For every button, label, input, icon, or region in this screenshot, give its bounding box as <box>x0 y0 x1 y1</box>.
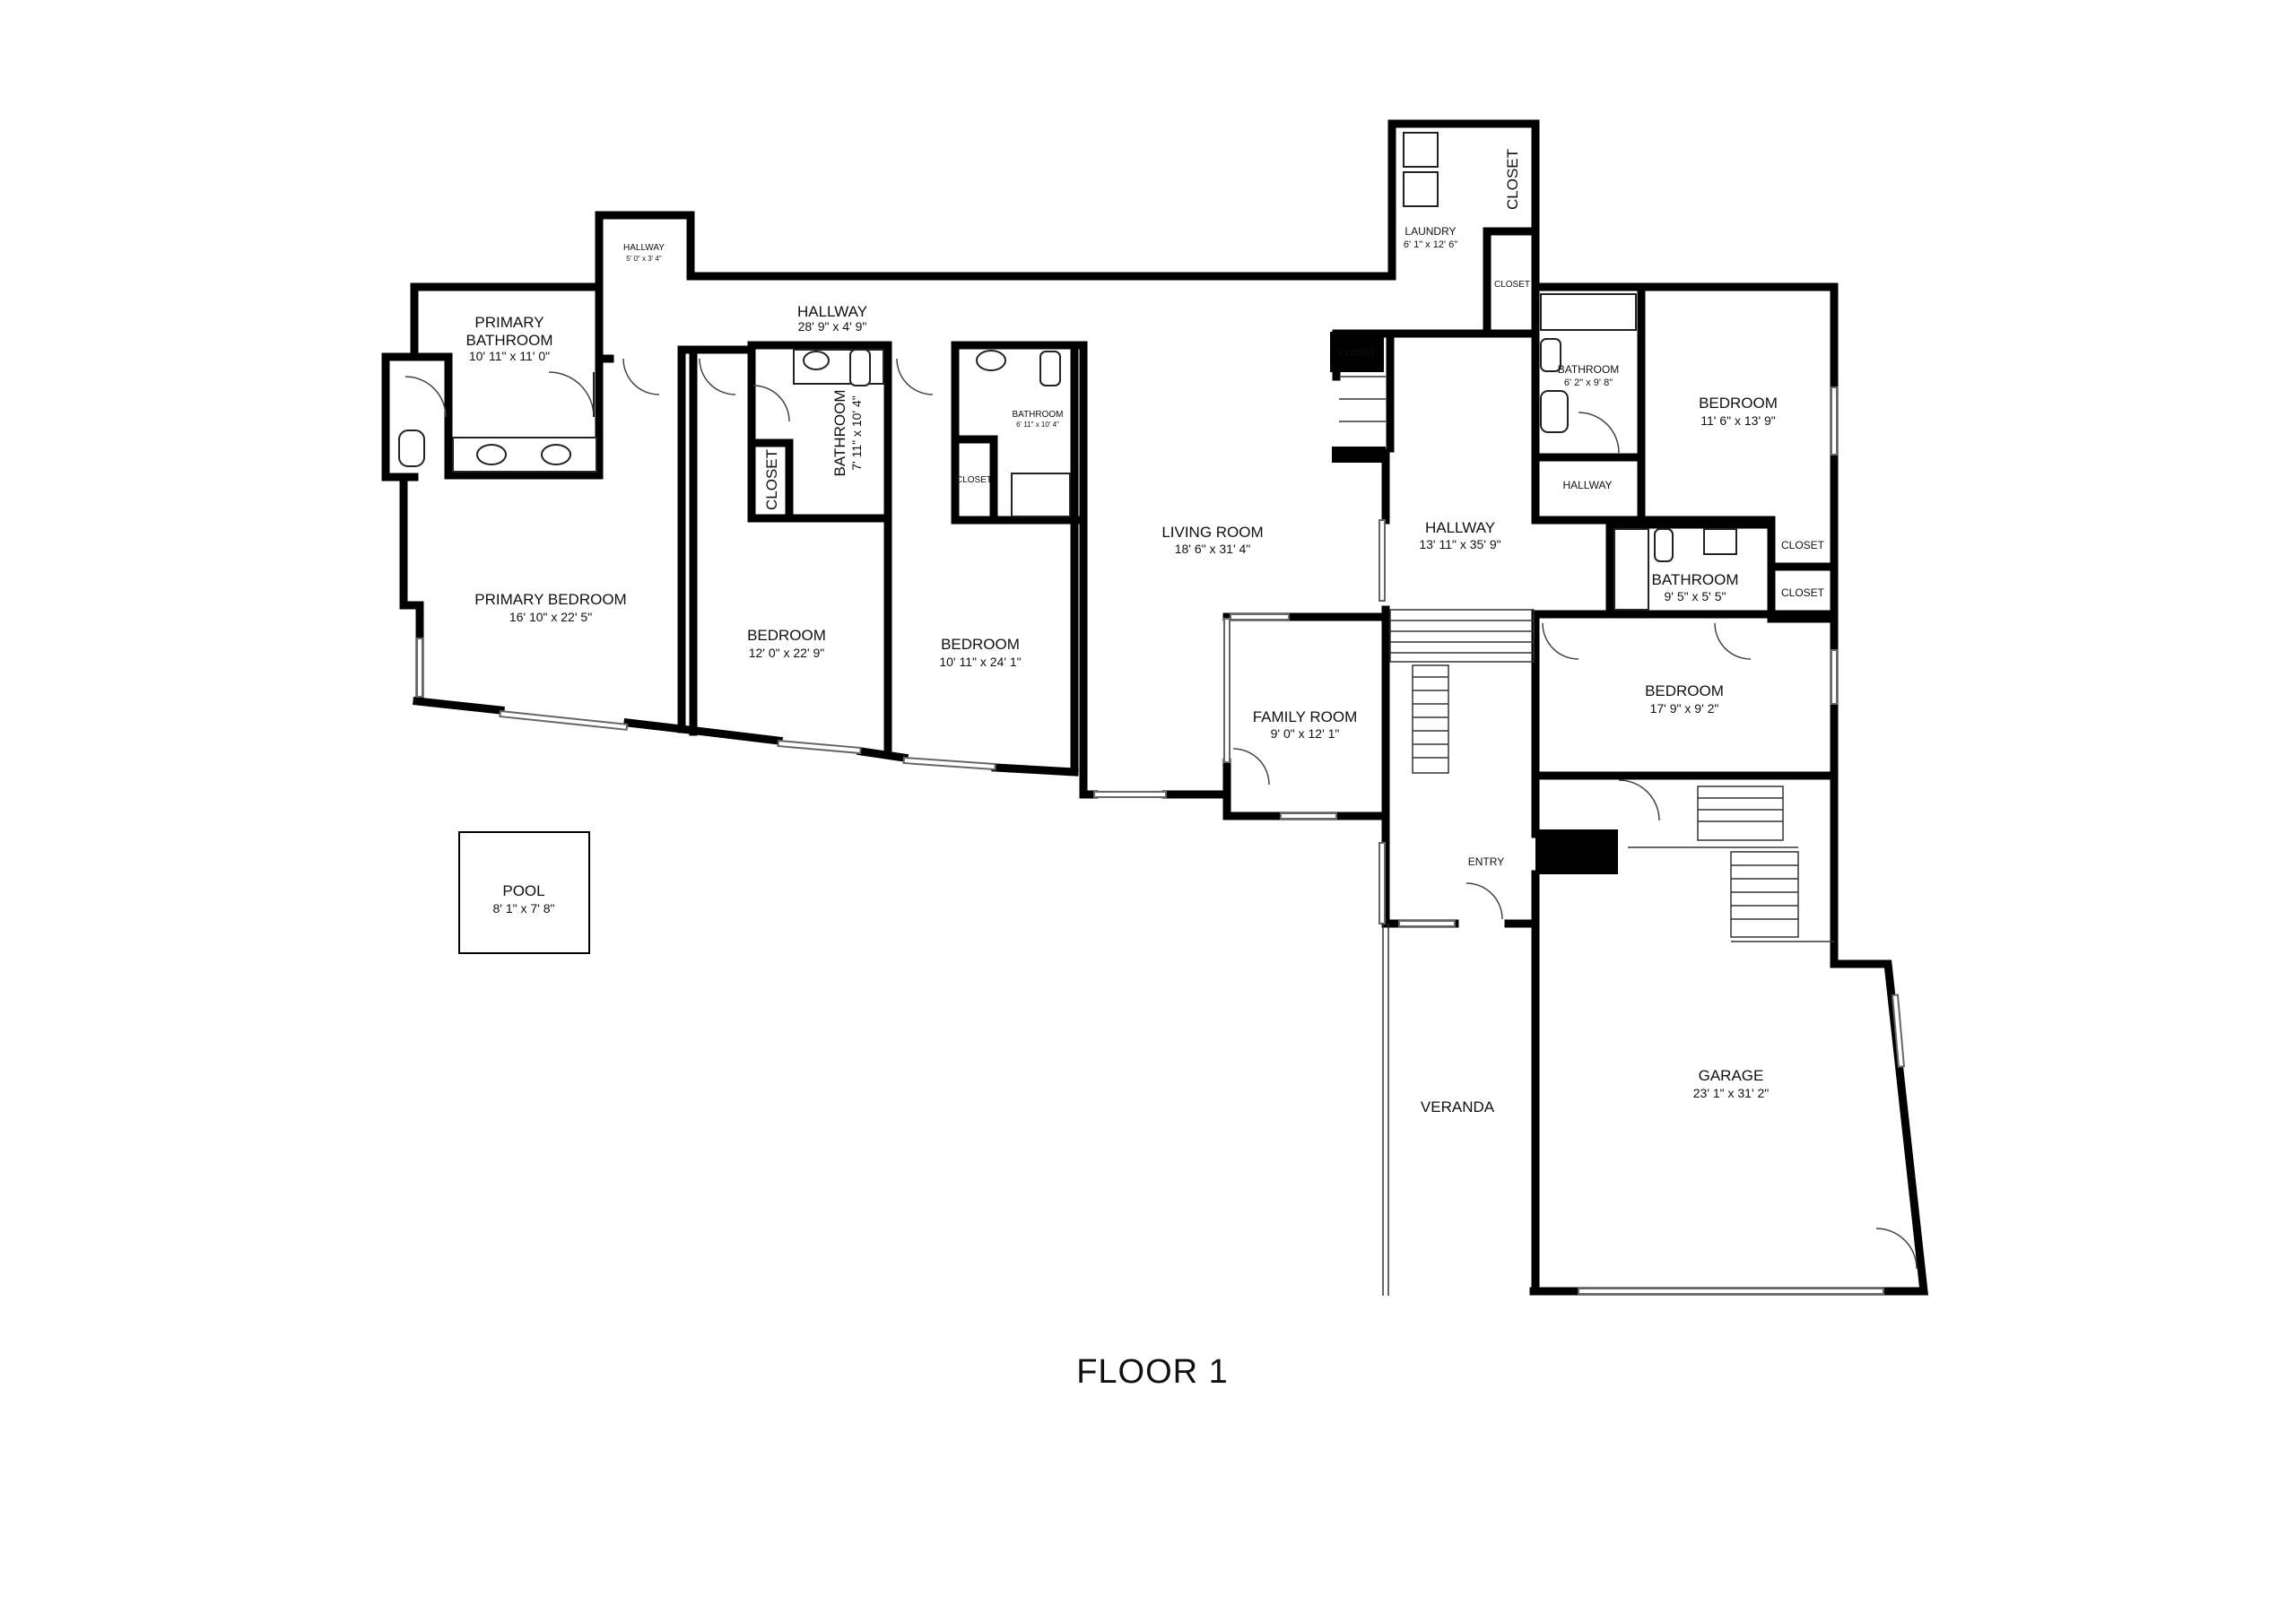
primary-bedroom-dim: 16' 10" x 22' 5" <box>509 610 592 624</box>
hallway-small-name: HALLWAY <box>623 243 665 253</box>
bedroom-1-name: BEDROOM <box>747 627 826 644</box>
room-labels: HALLWAY 5' 0" x 3' 4" PRIMARY BATHROOM 1… <box>466 149 1825 1391</box>
bathroom-c-name: BATHROOM <box>1558 363 1619 376</box>
bathroom-a-name: BATHROOM <box>831 390 848 477</box>
walls <box>381 119 1929 1296</box>
doors <box>404 358 1918 1270</box>
stairs <box>1339 376 1834 1296</box>
bathroom-d-dim: 9' 5" x 5' 5" <box>1665 589 1726 603</box>
pool-name: POOL <box>502 882 544 899</box>
garage-dim: 23' 1" x 31' 2" <box>1693 1086 1770 1100</box>
fixtures <box>398 132 1737 954</box>
primary-bedroom-name: PRIMARY BEDROOM <box>474 591 626 608</box>
living-room-name: LIVING ROOM <box>1161 524 1263 541</box>
hallway-main-dim: 28' 9" x 4' 9" <box>798 319 867 334</box>
floor-label: FLOOR 1 <box>1076 1353 1229 1391</box>
bathroom-d-name: BATHROOM <box>1652 571 1739 588</box>
primary-bathroom-dim: 10' 11" x 11' 0" <box>469 349 550 363</box>
closet-e1-name: CLOSET <box>1781 539 1825 551</box>
closet-e2-name: CLOSET <box>1781 586 1825 599</box>
primary-bathroom-name2: BATHROOM <box>466 332 553 349</box>
hallway-center-name: HALLWAY <box>1425 519 1495 536</box>
closet-laundry-top-name: CLOSET <box>1504 149 1521 210</box>
windows <box>416 386 1906 1295</box>
bedroom-2-name: BEDROOM <box>941 636 1020 653</box>
laundry-name: LAUNDRY <box>1405 225 1456 238</box>
bedroom-1-dim: 12' 0" x 22' 9" <box>749 646 825 660</box>
closet-laundry-side-name: CLOSET <box>1494 280 1530 290</box>
entry-name: ENTRY <box>1468 855 1504 868</box>
laundry-dim: 6' 1" x 12' 6" <box>1404 239 1457 250</box>
closet-hall-name: CLOSET <box>1339 349 1375 359</box>
bathroom-a-dim: 7' 11" x 10' 4" <box>849 395 864 471</box>
bedroom-ne-name: BEDROOM <box>1699 395 1778 412</box>
hallway-ne-name: HALLWAY <box>1562 479 1612 491</box>
hallway-small-dim: 5' 0" x 3' 4" <box>626 255 662 263</box>
hallway-main-name: HALLWAY <box>797 303 867 320</box>
hallway-center-dim: 13' 11" x 35' 9" <box>1419 537 1500 551</box>
bathroom-b-dim: 6' 11" x 10' 4" <box>1016 421 1059 429</box>
bedroom-se-dim: 17' 9" x 9' 2" <box>1650 701 1719 716</box>
bathroom-b-name: BATHROOM <box>1012 410 1063 420</box>
living-room-dim: 18' 6" x 31' 4" <box>1175 542 1251 556</box>
closet-b-name: CLOSET <box>956 475 992 485</box>
veranda-name: VERANDA <box>1421 1098 1495 1115</box>
primary-bathroom-name: PRIMARY <box>474 314 544 331</box>
garage-name: GARAGE <box>1699 1067 1764 1084</box>
closet-a-name: CLOSET <box>763 449 780 510</box>
family-room-name: FAMILY ROOM <box>1253 708 1358 725</box>
bedroom-ne-dim: 11' 6" x 13' 9" <box>1700 413 1776 428</box>
family-room-dim: 9' 0" x 12' 1" <box>1271 726 1340 741</box>
bedroom-se-name: BEDROOM <box>1645 682 1724 699</box>
pool-dim: 8' 1" x 7' 8" <box>493 901 555 916</box>
bedroom-2-dim: 10' 11" x 24' 1" <box>939 655 1021 669</box>
bathroom-c-dim: 6' 2" x 9' 8" <box>1564 378 1613 388</box>
